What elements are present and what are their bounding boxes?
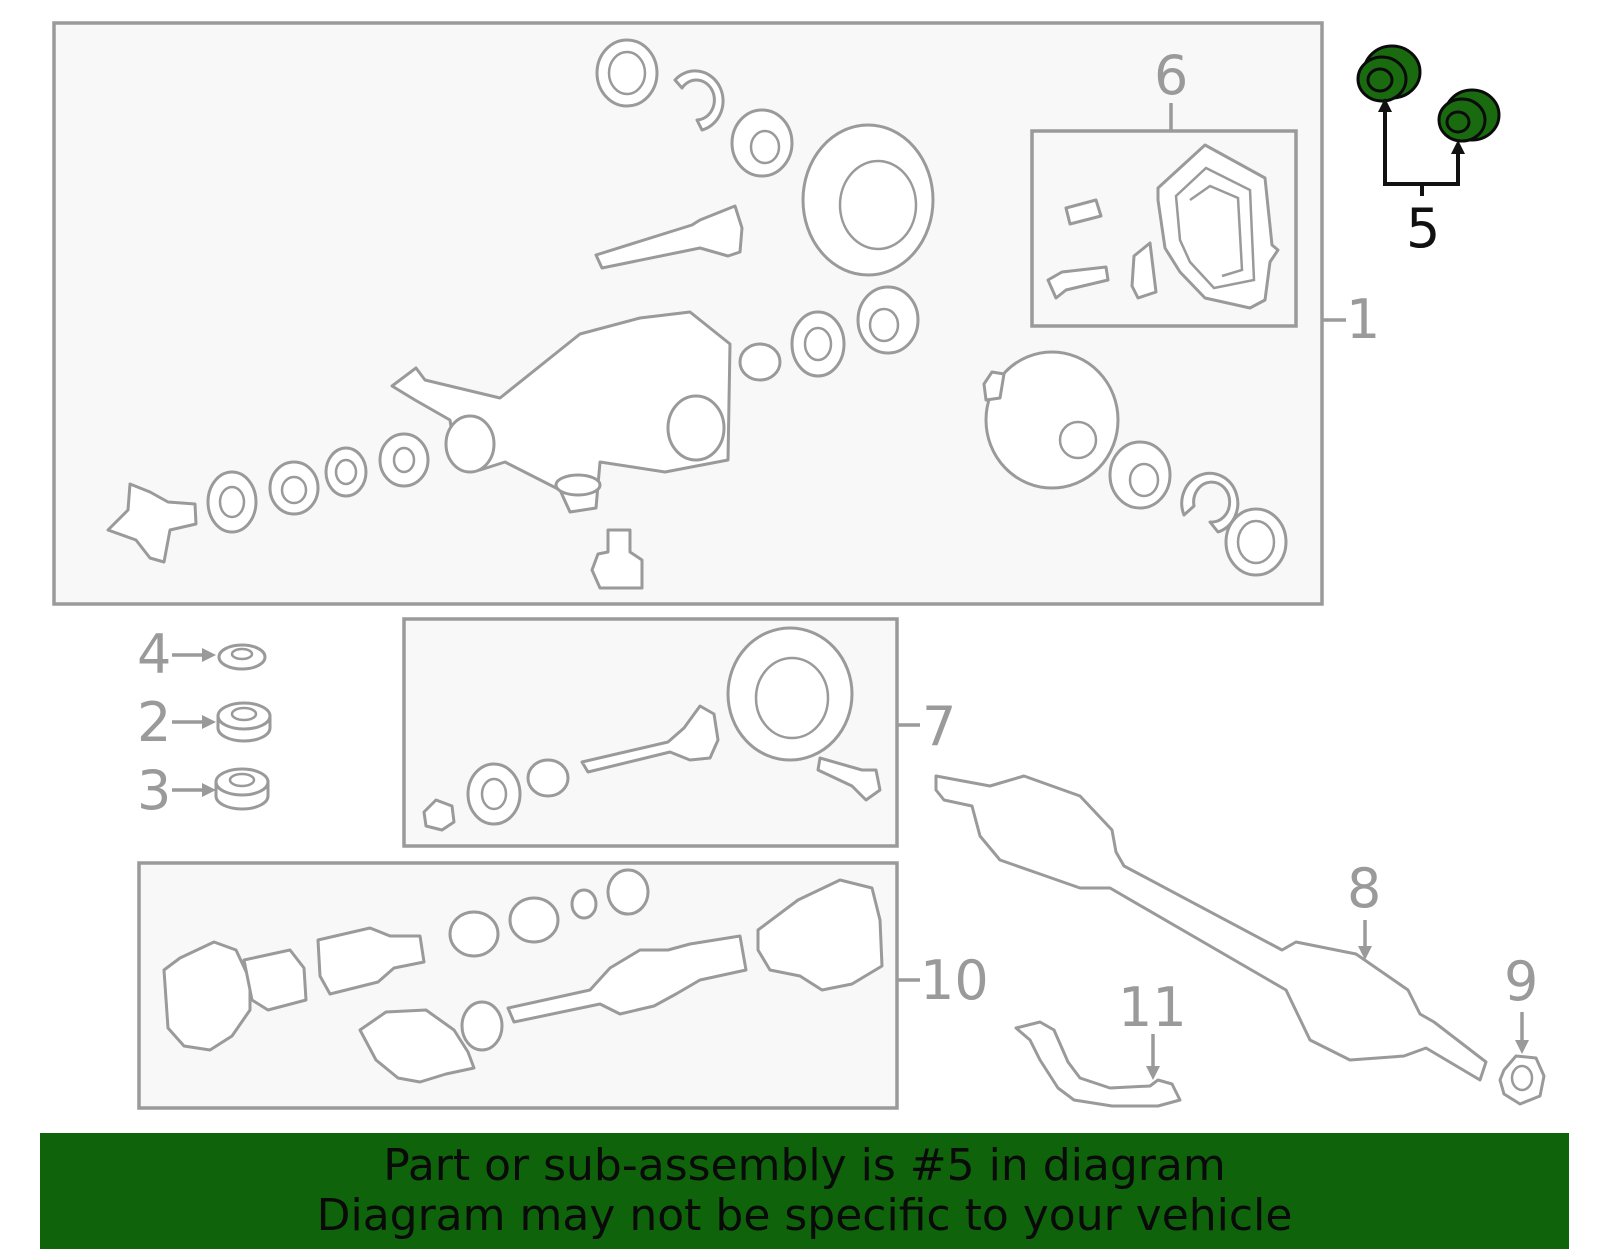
callout-label-3: 3 [137,759,171,822]
ring-gear [801,123,935,277]
callout-label-8: 8 [1347,857,1381,920]
callout-label-2: 2 [137,691,171,754]
bearings-right [1108,440,1288,577]
callout-label-6: 6 [1154,44,1188,107]
callout-label-7: 7 [922,695,956,758]
propeller-shaft-set [162,868,884,1084]
differential-carrier [390,310,732,514]
bearings-left [106,432,430,564]
washer-part-4 [172,643,267,671]
callout-label-11: 11 [1118,976,1187,1039]
bushing-part-5-left [1356,44,1422,103]
callout-5-leader [1378,98,1465,196]
callout-label-1: 1 [1346,288,1380,351]
bearings-upper [595,38,794,178]
bracket-part-11 [1014,1020,1182,1108]
bushing-part-5-right [1437,88,1501,143]
nut-part-9 [1498,1012,1546,1106]
banner-line-1: Part or sub-assembly is #5 in diagram [383,1140,1226,1191]
axle-shaft-part-8 [934,774,1488,1082]
callout-8-leader [1358,920,1372,960]
bearings-mid [738,285,920,382]
callout-label-4: 4 [137,623,171,686]
bearing-part-3 [172,767,270,811]
drain-plug [590,528,644,590]
banner-line-2: Diagram may not be specific to your vehi… [316,1190,1293,1241]
bearing-part-2 [172,701,272,743]
differential-case [982,350,1120,490]
differential-cover [1046,143,1280,310]
pinion-gear [594,204,744,270]
ring-pinion-set [422,626,882,832]
info-banner: Part or sub-assembly is #5 in diagram Di… [40,1133,1569,1249]
callout-label-9: 9 [1504,950,1538,1013]
callout-label-5: 5 [1406,197,1440,260]
callout-label-10: 10 [920,949,989,1012]
